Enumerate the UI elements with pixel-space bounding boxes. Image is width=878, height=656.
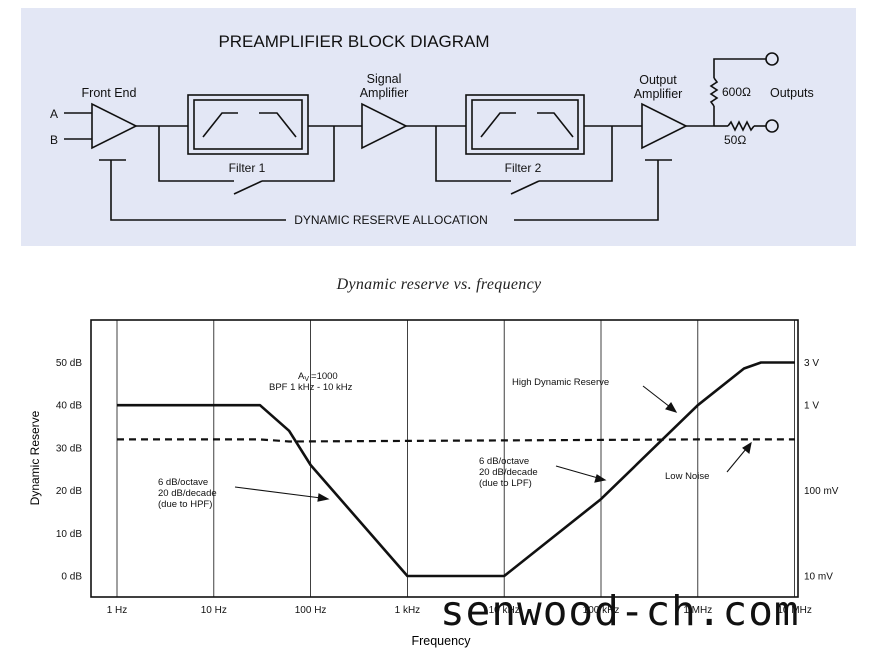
input-a-label: A <box>50 107 58 121</box>
hpf-annotation-3: (due to HPF) <box>158 499 212 510</box>
outputs-label: Outputs <box>770 86 814 100</box>
output-50-terminal <box>765 119 779 133</box>
diagram-title: PREAMPLIFIER BLOCK DIAGRAM <box>218 32 489 51</box>
av-value: =1000 <box>311 371 338 382</box>
series-high-dynamic-reserve <box>117 361 795 578</box>
vertical-gridlines <box>116 320 795 597</box>
lpf-arrow-head <box>594 474 607 483</box>
y-tick-label-left: 50 dB <box>56 358 82 369</box>
x-tick-label: 1 MHz <box>683 605 712 616</box>
output-600-terminal <box>765 52 779 66</box>
filter1-label: Filter 1 <box>229 161 266 175</box>
filter1-bypass-switch <box>233 180 263 195</box>
dynamic-reserve-allocation-label: DYNAMIC RESERVE ALLOCATION <box>294 213 488 227</box>
high-reserve-arrow <box>642 385 671 408</box>
x-tick-label: 10 MHz <box>777 605 811 616</box>
output-amplifier-label-2: Amplifier <box>634 87 683 101</box>
filter2-bypass-switch <box>510 180 540 195</box>
dynamic-reserve-line <box>110 160 286 221</box>
y-tick-label-right: 3 V <box>804 358 819 369</box>
input-b-label: B <box>50 133 58 147</box>
hpf-arrow <box>234 486 322 499</box>
chart-caption: Dynamic reserve vs. frequency <box>336 276 542 293</box>
x-tick-label: 10 Hz <box>201 605 227 616</box>
y-axis-right-tick-labels: 10 mV 100 mV 1 V 3 V <box>804 358 839 583</box>
lpf-arrow <box>555 465 599 479</box>
signal-amp-symbol <box>361 102 408 150</box>
x-axis-title: Frequency <box>411 634 471 648</box>
signal-amplifier-label-2: Amplifier <box>360 86 409 100</box>
x-axis-tick-labels: 1 Hz 10 Hz 100 Hz 1 kHz 10 kHz 100 kHz 1 MHz 10… <box>107 605 812 616</box>
plot-frame <box>90 319 799 598</box>
hpf-arrow-head <box>317 493 330 502</box>
x-tick-label: 100 Hz <box>295 605 327 616</box>
y-tick-label-left: 0 dB <box>61 572 82 583</box>
filter2-bandpass-icon <box>480 112 516 138</box>
av-subscript: V <box>304 376 309 383</box>
low-noise-arrow <box>726 448 747 473</box>
filter1-bandpass-icon <box>202 112 238 138</box>
output-amp-symbol <box>641 102 688 150</box>
filter2-label: Filter 2 <box>505 161 542 175</box>
y-tick-label-left: 10 dB <box>56 529 82 540</box>
low-noise-annotation: Low Noise <box>665 471 709 482</box>
front-end-amp-symbol <box>91 102 138 150</box>
y-tick-label-left: 30 dB <box>56 443 82 454</box>
filter2-bypass-path <box>435 126 511 182</box>
x-tick-label: 1 kHz <box>395 605 421 616</box>
hpf-annotation-2: 20 dB/decade <box>158 488 217 499</box>
front-end-label: Front End <box>82 86 137 100</box>
y-axis-left-tick-labels: 0 dB 10 dB 20 dB 30 dB 40 dB 50 dB <box>56 358 82 583</box>
filter1-box <box>187 94 309 155</box>
bpf-annotation: BPF 1 kHz - 10 kHz <box>269 382 353 393</box>
x-tick-label: 10 kHz <box>489 605 520 616</box>
filter2-box <box>465 94 585 155</box>
resistor-50-symbol <box>727 120 755 132</box>
dynamic-reserve-chart: 1 Hz 10 Hz 100 Hz 1 kHz 10 kHz 100 kHz 1 MHz 10… <box>28 319 839 648</box>
diagram-panel <box>21 8 856 246</box>
series-low-noise <box>117 438 795 443</box>
watermark: senwood-ch.com <box>440 587 800 635</box>
low-noise-arrow-head <box>742 441 752 455</box>
output-amplifier-label-1: Output <box>639 73 677 87</box>
y-tick-label-left: 40 dB <box>56 401 82 412</box>
series-layer <box>117 361 795 578</box>
y-tick-label-right: 10 mV <box>804 572 833 583</box>
signal-amplifier-label-1: Signal <box>367 72 402 86</box>
filter1-bypass-path <box>158 126 234 182</box>
y-axis-title: Dynamic Reserve <box>28 410 42 505</box>
lpf-annotation-3: (due to LPF) <box>479 478 532 489</box>
y-tick-label-right: 1 V <box>804 401 819 412</box>
y-tick-label-left: 20 dB <box>56 486 82 497</box>
lpf-annotation-2: 20 dB/decade <box>479 467 538 478</box>
preamplifier-block-diagram: PREAMPLIFIER BLOCK DIAGRAM <box>21 8 856 246</box>
resistor-50-label: 50Ω <box>724 133 746 147</box>
high-reserve-annotation: High Dynamic Reserve <box>512 377 609 388</box>
hpf-annotation-1: 6 dB/octave <box>158 477 208 488</box>
lpf-annotation-1: 6 dB/octave <box>479 456 529 467</box>
y-tick-label-right: 100 mV <box>804 486 839 497</box>
high-reserve-arrow-head <box>665 402 678 413</box>
x-tick-label: 1 Hz <box>107 605 128 616</box>
resistor-600-label: 600Ω <box>722 85 751 99</box>
resistor-600-symbol <box>709 77 719 107</box>
x-tick-label: 100 kHz <box>583 605 620 616</box>
